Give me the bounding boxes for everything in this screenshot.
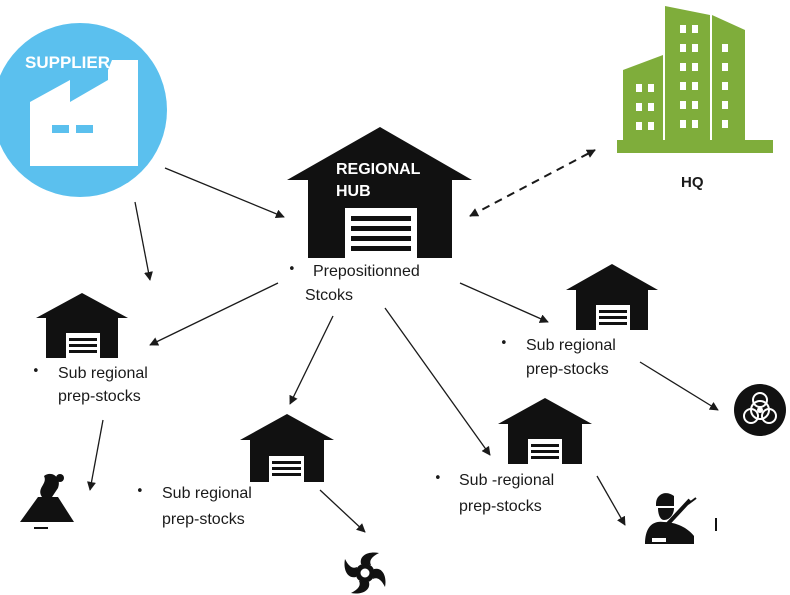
substock-center-right-line1: Sub -regional xyxy=(459,472,555,489)
hub-label-line2: HUB xyxy=(336,183,371,200)
arrow-hub-to-left-stock xyxy=(149,282,279,346)
warehouse-icon-center-right xyxy=(498,398,592,464)
arrow-left-stock-to-volcano xyxy=(87,419,104,491)
arrow-center-right-stock-to-soldier xyxy=(596,475,626,526)
supplier-icon xyxy=(0,23,167,197)
arrow-hq-hub xyxy=(469,149,596,217)
substock-right-line2: prep-stocks xyxy=(526,361,609,378)
biohazard-icon xyxy=(734,384,786,436)
substock-left-bullet: • xyxy=(32,364,40,379)
substock-center-line1: Sub regional xyxy=(162,485,252,502)
conflict-soldier-icon xyxy=(645,493,717,544)
arrow-right-stock-to-biohazard xyxy=(639,361,719,411)
arrow-supplier-to-left-stock xyxy=(134,201,153,281)
hq-building-icon xyxy=(617,6,773,153)
regional-hub-warehouse-icon xyxy=(287,127,472,258)
substock-right-bullet: • xyxy=(500,336,508,351)
warehouse-icon-left xyxy=(36,293,128,358)
hub-bullet: • xyxy=(288,262,296,277)
warehouse-icon-right xyxy=(566,264,658,330)
substock-center-right-line2: prep-stocks xyxy=(459,498,542,515)
arrow-hub-to-center-stock xyxy=(289,315,334,405)
arrow-hub-to-right-stock xyxy=(459,282,549,323)
substock-left-line1: Sub regional xyxy=(58,365,148,382)
warehouse-icon-center xyxy=(240,414,334,482)
hq-label: HQ xyxy=(681,174,704,191)
hub-label-line1: REGIONAL xyxy=(336,161,421,178)
arrow-supplier-to-hub xyxy=(164,167,285,219)
arrow-center-stock-to-cyclone xyxy=(319,489,366,533)
substock-center-right-bullet: • xyxy=(434,471,442,486)
substock-right-line1: Sub regional xyxy=(526,337,616,354)
substock-center-line2: prep-stocks xyxy=(162,511,245,528)
arrow-hub-to-center-right-stock xyxy=(384,307,491,456)
hub-text-line2: Stcoks xyxy=(305,287,354,304)
substock-center-bullet: • xyxy=(136,484,144,499)
supplier-label: SUPPLIER xyxy=(25,53,111,72)
volcano-icon xyxy=(20,473,74,529)
cyclone-icon xyxy=(344,552,386,594)
hub-text-line1: Prepositionned xyxy=(313,263,420,280)
substock-left-line2: prep-stocks xyxy=(58,388,141,405)
